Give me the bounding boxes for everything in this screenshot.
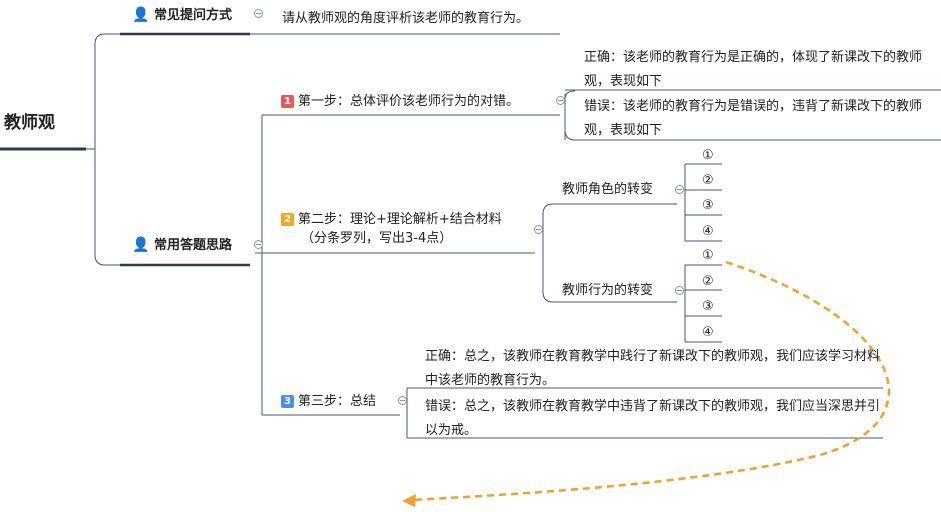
point-label: ① xyxy=(702,248,714,263)
branch-answer-approach[interactable]: 👤 常用答题思路 xyxy=(132,237,232,253)
step-1-wrong: 错误：该老师的教育行为是错误的，违背了新课改下的教师观，表现如下 xyxy=(584,99,923,138)
collapse-toggle-icon[interactable] xyxy=(556,96,565,105)
step-1-badge: 1 xyxy=(281,95,294,108)
root-topic[interactable]: 教师观 xyxy=(4,113,55,133)
branch-1-connector xyxy=(94,33,120,149)
branch-question-style[interactable]: 👤 常见提问方式 xyxy=(132,7,232,23)
point-label: ④ xyxy=(702,224,714,239)
sub-teacher-role[interactable]: 教师角色的转变 xyxy=(562,182,654,197)
arrowhead-icon xyxy=(402,494,416,507)
person-orange-icon: 👤 xyxy=(132,237,150,253)
person-red-icon: 👤 xyxy=(132,7,150,23)
point-label: ③ xyxy=(702,198,714,213)
step-3-badge: 3 xyxy=(281,395,294,408)
step-2-subtitle: （分条罗列，写出3-4点） xyxy=(301,231,453,246)
collapse-toggle-icon[interactable] xyxy=(398,396,407,405)
point-label: ④ xyxy=(702,325,714,340)
step-1-correct: 正确：该老师的教育行为是正确的，体现了新课改下的教师观，表现如下 xyxy=(584,50,923,89)
question-text: 请从教师观的角度评析该老师的教育行为。 xyxy=(282,11,530,26)
collapse-toggle-icon[interactable] xyxy=(254,240,263,249)
step-2-badge: 2 xyxy=(281,213,294,226)
sub-teacher-behavior[interactable]: 教师行为的转变 xyxy=(562,283,654,298)
orange-dashed-arrow xyxy=(411,260,891,502)
collapse-toggle-icon[interactable] xyxy=(254,9,263,18)
step-3-wrong: 错误：总之，该教师在教育教学中违背了新课改下的教师观，我们应当深思并引以为戒。 xyxy=(425,399,881,438)
step-3-correct: 正确：总之，该教师在教育教学中践行了新课改下的教师观，我们应该学习材料中该老师的… xyxy=(425,349,881,388)
point-label: ② xyxy=(702,173,714,188)
collapse-toggle-icon[interactable] xyxy=(675,286,684,295)
point-label: ② xyxy=(702,274,714,289)
collapse-toggle-icon[interactable] xyxy=(534,225,543,234)
branch-2-connector xyxy=(94,149,120,266)
collapse-toggle-icon[interactable] xyxy=(675,185,684,194)
point-label: ③ xyxy=(702,299,714,314)
point-label: ① xyxy=(702,148,714,163)
